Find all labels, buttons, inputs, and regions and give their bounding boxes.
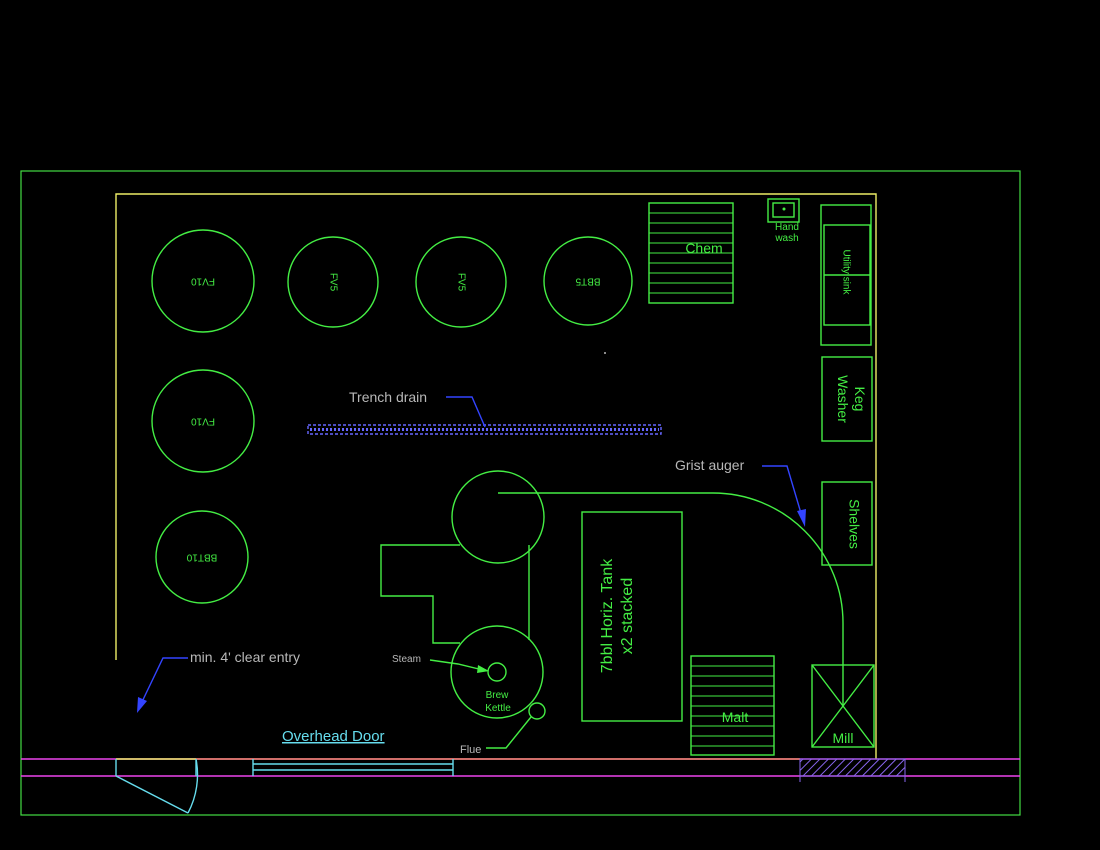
svg-text:BBT5: BBT5 <box>575 275 600 286</box>
brewhouse-platform <box>380 544 460 644</box>
entry-door <box>115 758 199 814</box>
horizontal-tank: 7bbl Horiz. Tank x2 stacked <box>581 511 683 722</box>
svg-text:Chem: Chem <box>685 240 722 256</box>
clear-entry-label: min. 4' clear entry <box>190 649 300 665</box>
svg-text:Keg: Keg <box>852 387 868 412</box>
flue-leader <box>486 716 532 749</box>
brew-kettle: Brew Kettle <box>450 625 544 719</box>
trench-drain-label: Trench drain <box>349 389 427 405</box>
svg-text:Hand: Hand <box>775 222 799 233</box>
svg-text:FV10: FV10 <box>191 415 215 426</box>
steam-arrowhead <box>477 665 489 673</box>
tank-bbt5: BBT5 <box>543 236 633 326</box>
svg-text:FV5: FV5 <box>327 273 338 292</box>
svg-text:wash: wash <box>774 233 798 244</box>
overhead-door-track <box>252 759 454 776</box>
hand-wash-sink: Hand wash <box>767 198 800 244</box>
mash-tun <box>451 470 545 564</box>
clear-entry-leader <box>139 657 188 707</box>
svg-text:BBT10: BBT10 <box>186 551 217 562</box>
tank-fv10-mid: FV10 <box>151 369 255 473</box>
shelves: Shelves <box>821 481 873 566</box>
trench-drain-leader <box>446 396 486 428</box>
svg-text:Kettle: Kettle <box>485 703 511 714</box>
tank-fv5-b: FV5 <box>415 236 507 328</box>
svg-text:Brew: Brew <box>486 690 510 701</box>
svg-text:7bbl Horiz. Tank: 7bbl Horiz. Tank <box>599 558 616 673</box>
keg-washer: Keg Washer <box>821 356 873 442</box>
flue-stack <box>528 702 546 720</box>
svg-text:FV10: FV10 <box>191 275 215 286</box>
clear-entry-arrowhead <box>137 697 147 713</box>
mill: Mill <box>811 664 875 748</box>
svg-text:Mill: Mill <box>833 730 854 746</box>
flue-label: Flue <box>460 744 481 756</box>
malt-storage: Malt <box>690 655 775 756</box>
steam-label: Steam <box>392 654 421 665</box>
svg-text:FV5: FV5 <box>455 273 466 292</box>
svg-text:x2 stacked: x2 stacked <box>619 578 636 654</box>
property-outline <box>20 170 1021 816</box>
steam-leader <box>429 659 488 672</box>
chem-rack: Chem <box>648 202 734 304</box>
svg-text:Shelves: Shelves <box>846 499 862 549</box>
tank-bbt10: BBT10 <box>155 510 249 604</box>
grist-auger-leader <box>762 465 804 521</box>
grist-auger-arrowhead <box>797 509 806 527</box>
grist-auger <box>498 492 844 705</box>
grist-auger-label: Grist auger <box>675 457 745 473</box>
svg-text:Washer: Washer <box>835 375 851 423</box>
wall-hatch <box>799 758 906 777</box>
stray-mark <box>604 352 606 354</box>
utility-sink: Utility sink <box>820 204 872 346</box>
room-wall <box>115 193 877 759</box>
tank-fv5-a: FV5 <box>287 236 379 328</box>
tank-fv10-top: FV10 <box>151 229 255 333</box>
overhead-door-label: Overhead Door <box>282 728 385 745</box>
svg-text:Malt: Malt <box>722 709 749 725</box>
svg-text:Utility sink: Utility sink <box>840 249 851 295</box>
